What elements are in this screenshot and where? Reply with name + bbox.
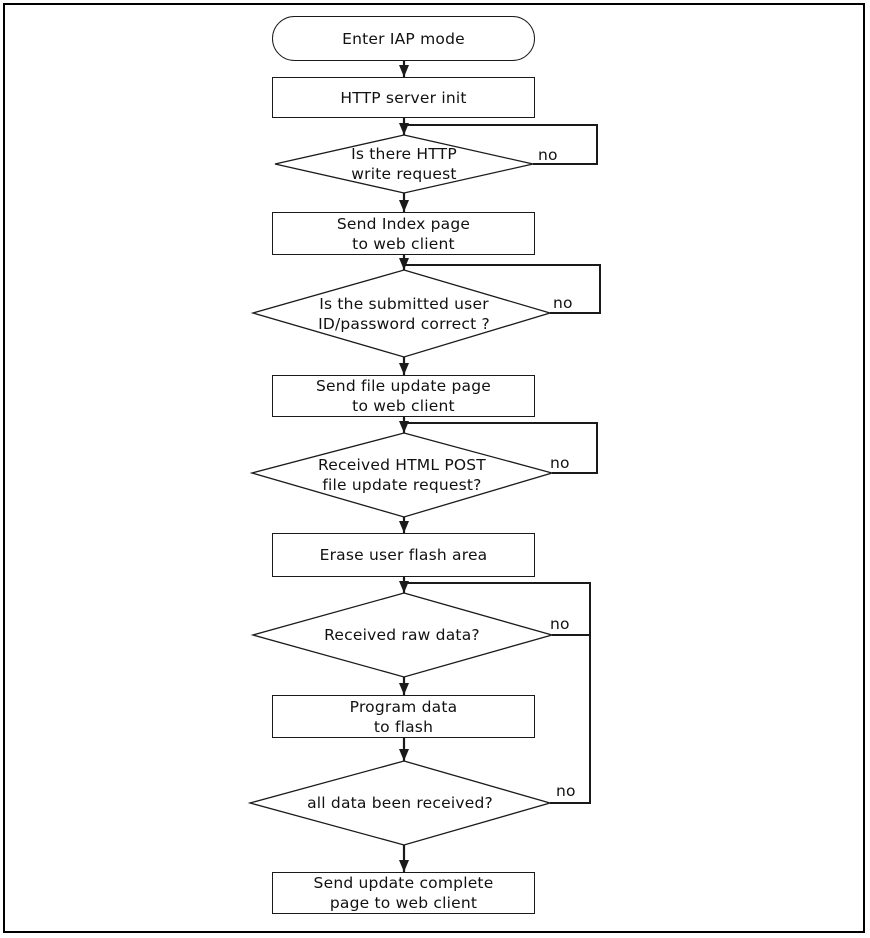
decision-shape-raw-data xyxy=(250,592,555,678)
arrowhead-into-write-request xyxy=(399,123,409,135)
arrowhead-into-raw-data xyxy=(399,581,409,593)
decision-shape-id-password xyxy=(250,269,553,358)
node-decision-id-password-correct: Is the submitted user ID/password correc… xyxy=(318,294,490,333)
node-http-server-init: HTTP server init xyxy=(272,77,535,118)
edge-no-loop-post-request xyxy=(404,422,598,474)
arrowhead-into-send-file-update xyxy=(399,363,409,375)
node-send-file-update-page: Send file update page to web client xyxy=(272,375,535,417)
outer-border xyxy=(3,3,865,933)
node-decision-all-data-received: all data been received? xyxy=(307,794,493,812)
node-decision-http-write-request: Is there HTTP write request xyxy=(351,145,457,183)
node-program-data-to-flash: Program data to flash xyxy=(272,695,535,738)
node-send-update-complete-page: Send update complete page to web client xyxy=(272,872,535,914)
node-erase-user-flash: Erase user flash area xyxy=(272,533,535,577)
arrowhead-into-send-index xyxy=(399,200,409,212)
arrowhead-into-post-request xyxy=(399,421,409,433)
arrowhead-into-program-flash xyxy=(399,683,409,695)
node-decision-received-raw-data: Received raw data? xyxy=(324,626,480,644)
edge-label-no-id-password: no xyxy=(553,294,573,312)
arrowhead-into-all-received xyxy=(399,749,409,761)
arrowhead-into-erase-flash xyxy=(399,521,409,533)
edge-no-loop-all-received xyxy=(404,582,591,804)
decision-shape-all-received xyxy=(247,760,553,846)
node-start: Enter IAP mode xyxy=(272,16,535,61)
edge-label-no-all-received: no xyxy=(556,782,576,800)
edge-no-loop-id-password xyxy=(404,264,601,314)
edge-label-no-write-request: no xyxy=(538,146,558,164)
arrowhead-into-server-init xyxy=(399,65,409,77)
edge-label-no-post-request: no xyxy=(550,454,570,472)
node-send-index-page: Send Index page to web client xyxy=(272,212,535,255)
edge-label-no-raw-data: no xyxy=(550,615,570,633)
arrowhead-into-id-password xyxy=(399,258,409,270)
decision-shape-write-request xyxy=(274,134,534,194)
node-decision-html-post-request: Received HTML POST file update request? xyxy=(318,456,486,494)
arrowhead-into-send-complete xyxy=(399,860,409,872)
decision-shape-post-request xyxy=(249,432,555,518)
edge-no-loop-write-request xyxy=(404,124,598,165)
